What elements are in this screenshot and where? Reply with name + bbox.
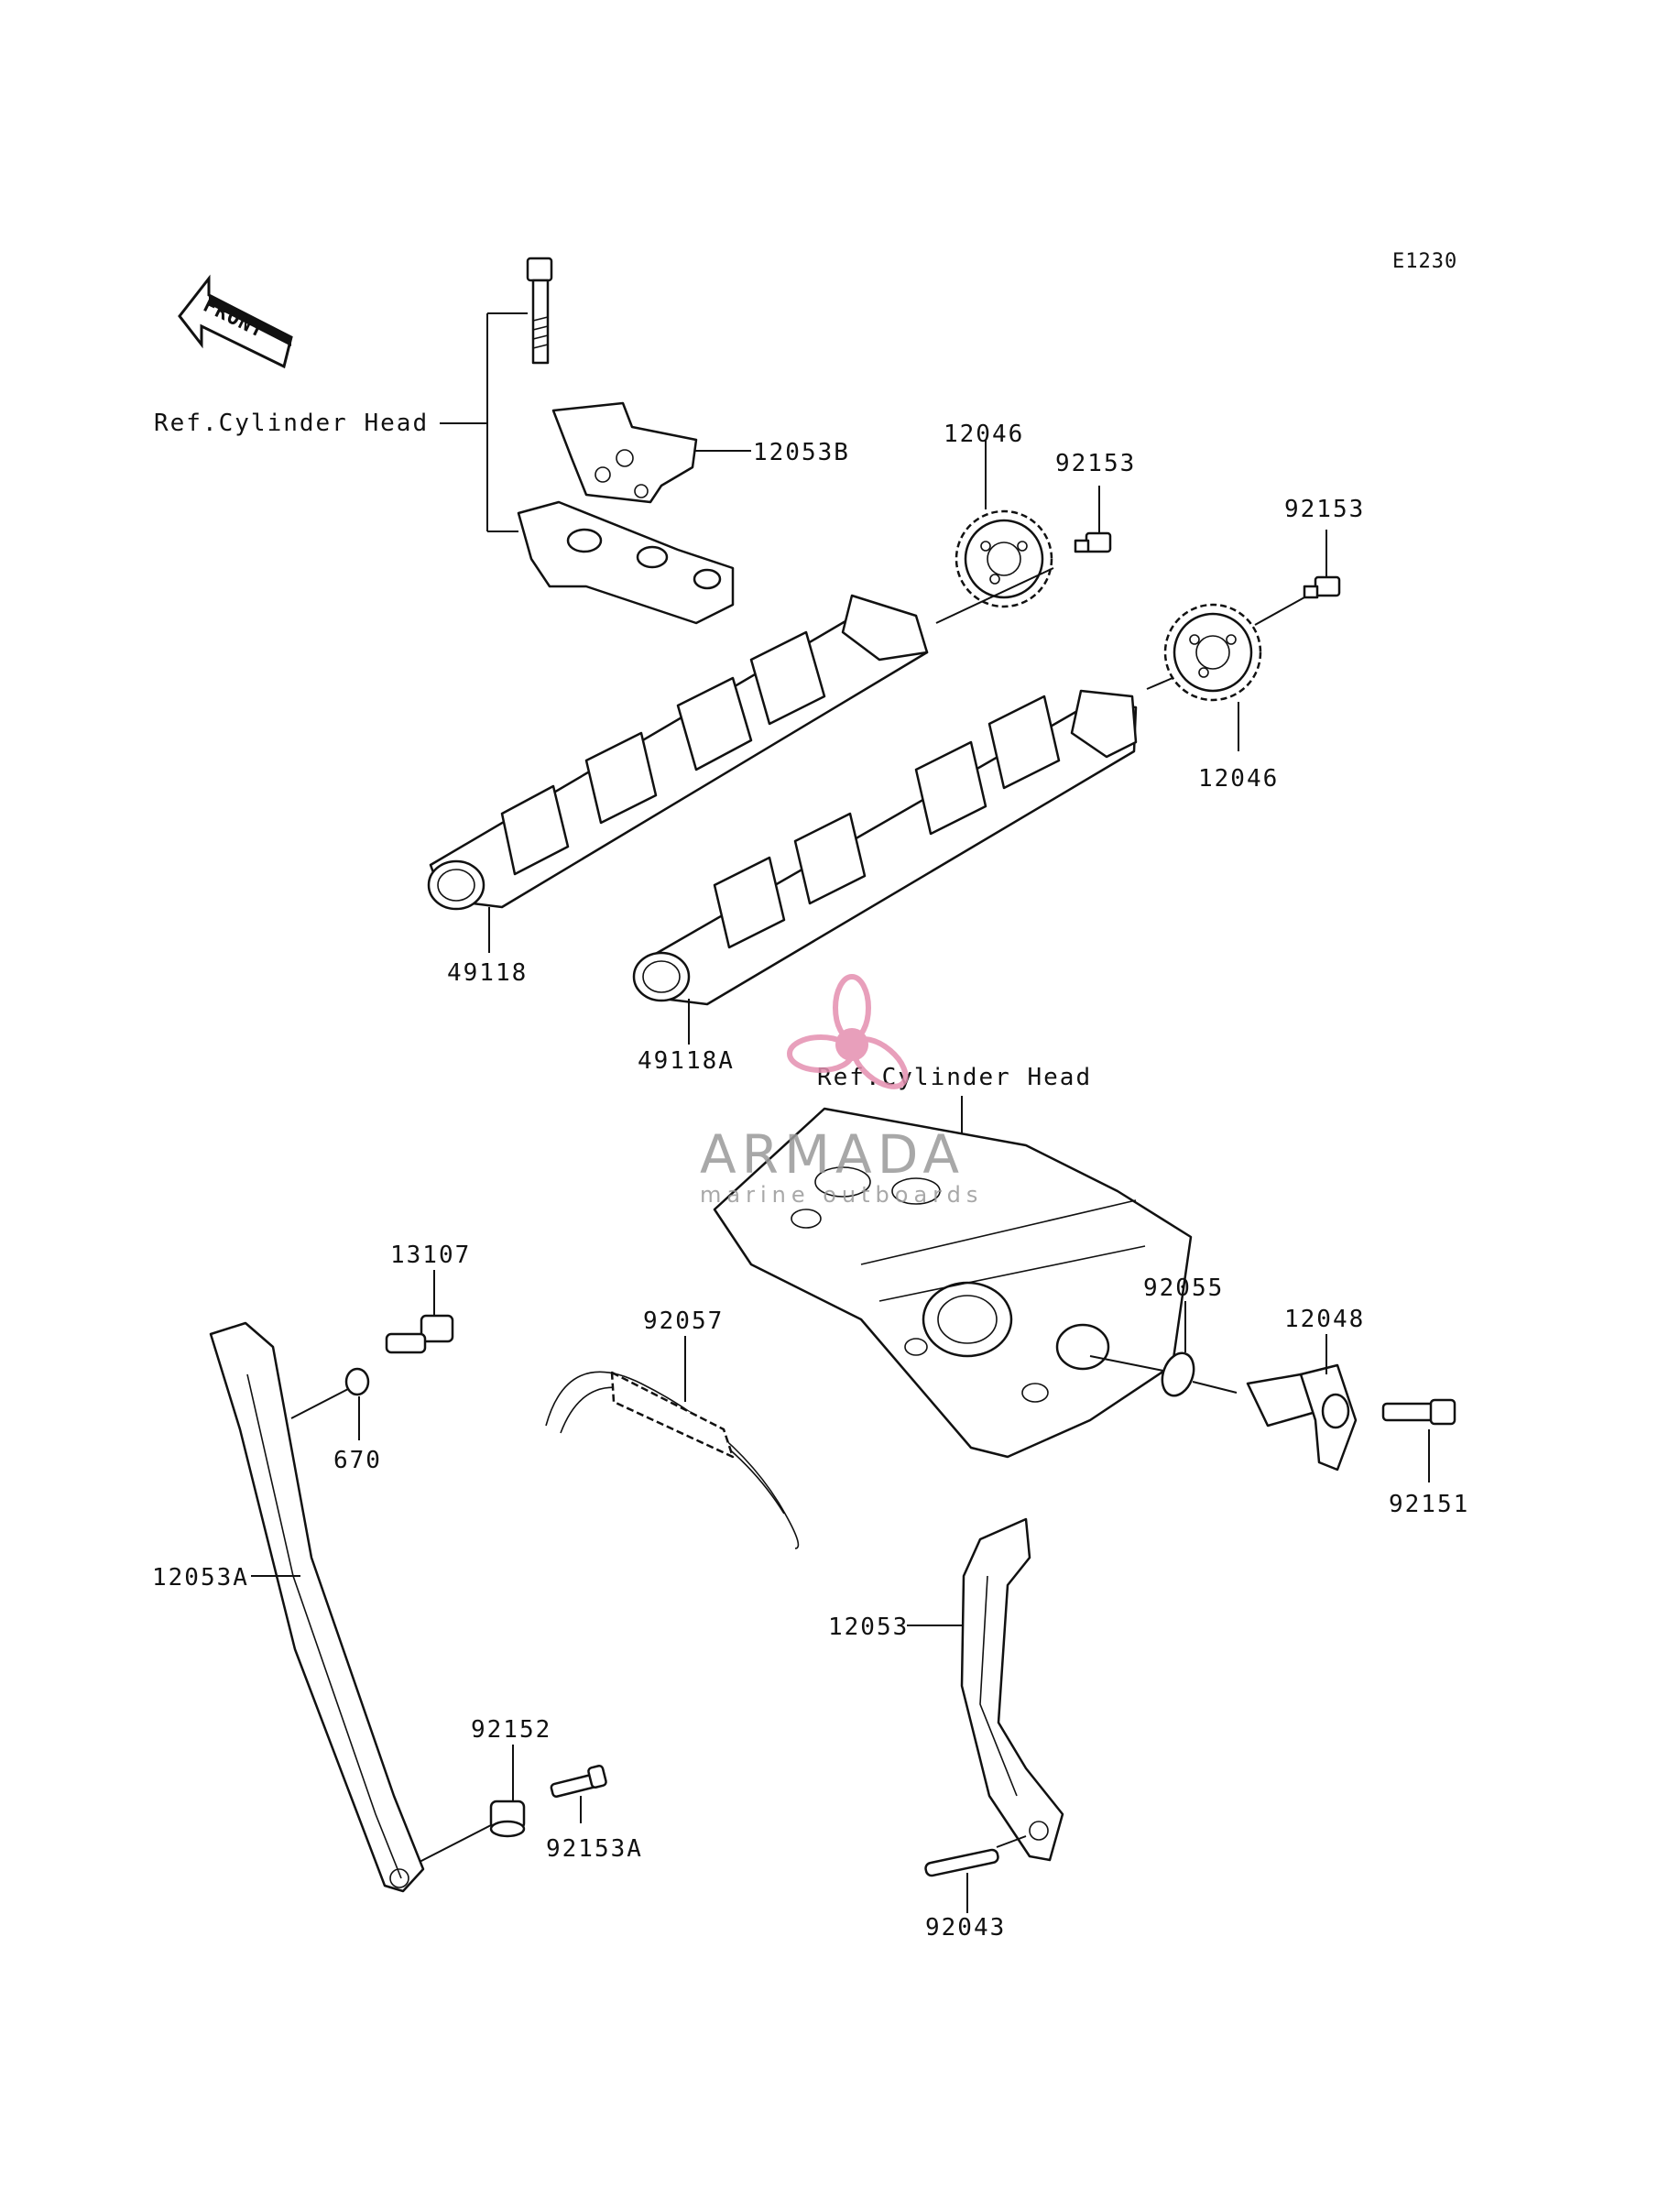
sprocket-left: 12046: [935, 421, 1054, 624]
label-92055: 92055: [1143, 1275, 1224, 1302]
camshaft-49118: 49118: [427, 594, 929, 987]
label-92153-right: 92153: [1284, 496, 1365, 523]
timing-chain-92057: 92057: [545, 1307, 800, 1549]
ref-bracket-leader: [440, 312, 528, 532]
tensioner-12048: 12048: [1246, 1306, 1365, 1471]
ref-cylinder-head-top: Ref.Cylinder Head: [154, 410, 429, 437]
label-12046-right: 12046: [1198, 765, 1279, 793]
label-92153A: 92153A: [546, 1835, 643, 1863]
label-49118: 49118: [447, 959, 528, 987]
front-arrow-icon: FRONT: [178, 274, 293, 369]
bolt-13107: 13107: [385, 1242, 471, 1354]
label-92151: 92151: [1389, 1491, 1469, 1518]
bolt-top: [526, 257, 553, 365]
guide-12053: 12053: [828, 1517, 1064, 1862]
camshaft-49118A: 49118A: [632, 689, 1138, 1075]
sprocket-right: 12046: [1146, 603, 1279, 793]
oring-92055: 92055: [1089, 1275, 1238, 1397]
label-12053A: 12053A: [152, 1564, 249, 1592]
guide-12053B: 12053B: [551, 401, 850, 504]
pin-92043: 92043: [924, 1835, 1027, 1942]
watermark-logo: ARMADA marine outboards: [700, 974, 983, 1208]
label-670: 670: [333, 1447, 382, 1474]
label-12046-left: 12046: [944, 421, 1024, 448]
label-92057: 92057: [643, 1307, 724, 1335]
bolt-92153-right: 92153: [1254, 496, 1365, 626]
label-12053: 12053: [828, 1614, 909, 1641]
label-92153-left: 92153: [1055, 450, 1136, 477]
cylinder-head: [713, 1107, 1193, 1459]
label-12053B: 12053B: [753, 439, 850, 466]
bolt-92153-left: 92153: [1055, 450, 1136, 553]
guide-12053A: 12053A: [152, 1321, 425, 1893]
label-12048: 12048: [1284, 1306, 1365, 1333]
label-49118A: 49118A: [638, 1047, 735, 1075]
washer-670: 670: [290, 1367, 382, 1474]
camshaft-cap: [517, 500, 735, 625]
diagram-code: E1230: [1392, 250, 1457, 273]
label-13107: 13107: [390, 1242, 471, 1269]
collar-92152: 92152: [419, 1716, 551, 1863]
bolt-92151: 92151: [1381, 1398, 1469, 1518]
watermark-tagline: marine outboards: [700, 1182, 983, 1208]
label-92043: 92043: [925, 1914, 1006, 1942]
bolt-92153A: 92153A: [546, 1764, 643, 1863]
label-92152: 92152: [471, 1716, 551, 1744]
watermark-brand: ARMADA: [700, 1123, 965, 1186]
